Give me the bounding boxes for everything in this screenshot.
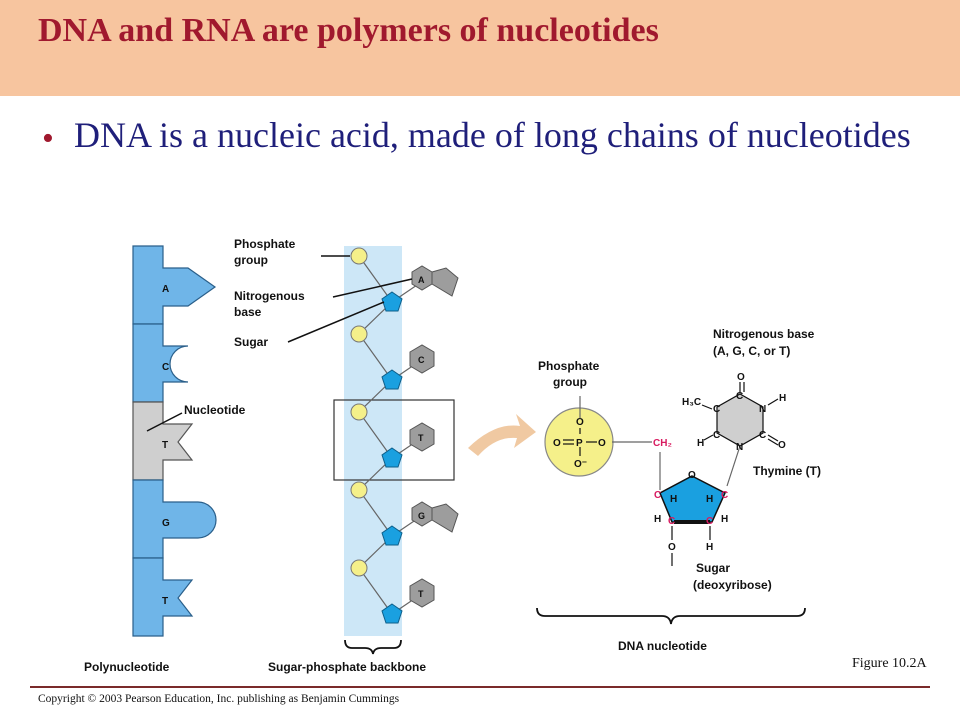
- chem-c: C: [668, 516, 675, 527]
- backbone-base-label: C: [418, 355, 425, 365]
- backbone-base-label: G: [418, 511, 425, 521]
- base-pentagon: [431, 503, 459, 533]
- nitrogenous-base-label: Nitrogenous: [234, 289, 305, 303]
- backbone-base-label: T: [418, 589, 424, 599]
- footer-divider: [30, 686, 930, 688]
- chem-h: H: [721, 514, 728, 525]
- backbone-label: Sugar-phosphate backbone: [268, 660, 426, 674]
- chem-o: O: [598, 438, 606, 449]
- chem-p: P: [576, 438, 583, 449]
- chem-o: O: [737, 372, 745, 383]
- phosphate-circle: [350, 481, 368, 499]
- chem-o-minus: O⁻: [574, 459, 587, 470]
- chem-c: C: [713, 404, 720, 415]
- phosphate-circle: [350, 247, 368, 265]
- chem-o: O: [688, 470, 696, 481]
- chem-c: C: [706, 516, 713, 527]
- poly-segment-t2: [132, 557, 194, 637]
- poly-segment-a: [132, 245, 217, 325]
- title-banner: [0, 0, 960, 96]
- nitrogenous-base-label: base: [234, 305, 262, 319]
- chem-c: C: [736, 391, 743, 402]
- chem-c: C: [721, 490, 728, 501]
- slide-title: DNA and RNA are polymers of nucleotides: [38, 12, 659, 49]
- phosphate-circle: [350, 559, 368, 577]
- poly-segment-g: [132, 479, 217, 559]
- chem-n: N: [759, 404, 766, 415]
- phosphate-circle: [350, 325, 368, 343]
- dna-nucleotide-bracket: [536, 607, 806, 625]
- poly-base-label: G: [162, 518, 170, 529]
- thymine-hexagon: [716, 393, 764, 447]
- poly-base-label: T: [162, 440, 168, 451]
- sugar-right-label: Sugar: [696, 561, 730, 575]
- chem-o: O: [668, 542, 676, 553]
- dna-nucleotide-label: DNA nucleotide: [618, 639, 707, 653]
- chem-h: H: [706, 542, 713, 553]
- backbone-base-label: T: [418, 433, 424, 443]
- chem-o: O: [553, 438, 561, 449]
- nitrogenous-base-right-label: Nitrogenous base: [713, 327, 815, 341]
- chem-o: O: [778, 440, 786, 451]
- sugar-pentagon: [381, 603, 403, 624]
- phosphate-group-right-label: Phosphate: [538, 359, 600, 373]
- nitrogenous-base-right-label: (A, G, C, or T): [713, 344, 790, 358]
- polynucleotide-label: Polynucleotide: [84, 660, 170, 674]
- chem-o: O: [576, 417, 584, 428]
- chem-c: C: [759, 430, 766, 441]
- chem-ch2: CH₂: [653, 438, 672, 449]
- chem-n: N: [736, 442, 743, 453]
- poly-segment-c: [132, 323, 189, 403]
- chem-h: H: [654, 514, 661, 525]
- bullet-text: DNA is a nucleic acid, made of long chai…: [74, 115, 911, 155]
- sugar-label: Sugar: [234, 335, 268, 349]
- backbone-bracket: [344, 639, 402, 655]
- sugar-pentagon: [381, 369, 403, 390]
- chem-h: H: [697, 438, 704, 449]
- dna-nucleotide-detail: O O P O O⁻ CH₂ O C C C C H H H H O H C N…: [544, 372, 786, 566]
- polynucleotide-strand: A C T G T: [132, 245, 217, 637]
- chem-c: C: [713, 430, 720, 441]
- base-hexagon: [409, 578, 435, 608]
- poly-base-label: A: [162, 284, 169, 295]
- nucleotide-box: [333, 399, 455, 481]
- phosphate-circle: [350, 403, 368, 421]
- sugar-pentagon: [381, 525, 403, 546]
- chem-h: H: [779, 393, 786, 404]
- sugar-base-bond: [726, 445, 741, 487]
- sugar-pentagon: [381, 291, 403, 312]
- zoom-arrow-icon: [468, 414, 536, 456]
- phosphate-group-right-label: group: [553, 375, 587, 389]
- nucleotide-leader: [146, 412, 183, 432]
- base-pentagon: [431, 267, 459, 297]
- thymine-label: Thymine (T): [753, 464, 821, 478]
- nucleotide-label: Nucleotide: [184, 403, 246, 417]
- copyright-notice: Copyright © 2003 Pearson Education, Inc.…: [38, 693, 400, 705]
- base-leader: [332, 278, 413, 298]
- chem-h: H: [670, 494, 677, 505]
- sugar-right-label: (deoxyribose): [693, 578, 772, 592]
- backbone-link: [358, 255, 393, 615]
- sugar-leader: [287, 301, 385, 343]
- bullet-marker: •: [42, 120, 54, 157]
- figure-reference: Figure 10.2A: [852, 656, 927, 671]
- base-hexagon: [409, 422, 435, 452]
- chem-h: H: [706, 494, 713, 505]
- phosphate-group-label: group: [234, 253, 268, 267]
- chem-h3c: H₃C: [682, 397, 701, 408]
- sugar-pentagon: [381, 447, 403, 468]
- backbone-strand: A C T G T: [350, 247, 459, 624]
- poly-base-label: T: [162, 596, 168, 607]
- base-hexagon: [409, 344, 435, 374]
- phosphate-group-label: Phosphate: [234, 237, 296, 251]
- poly-base-label: C: [162, 362, 169, 373]
- chem-c: C: [654, 490, 661, 501]
- backbone-base-label: A: [418, 275, 425, 285]
